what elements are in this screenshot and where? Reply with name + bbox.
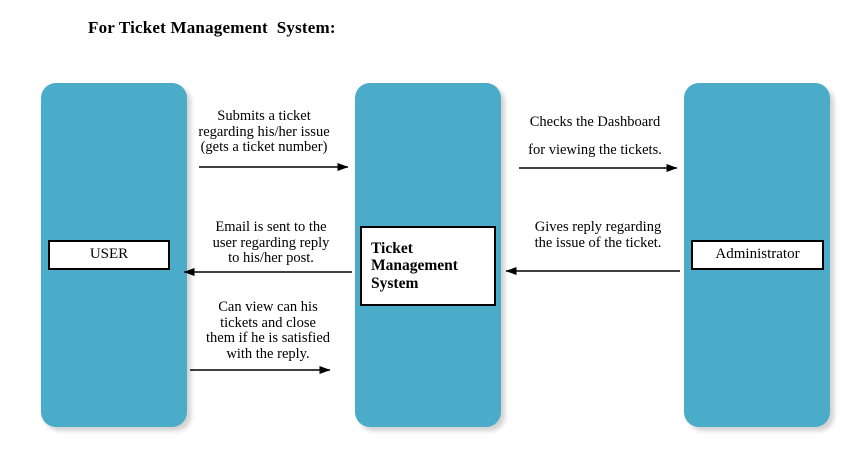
- flow-label-gives-reply: Gives reply regarding the issue of the t…: [534, 219, 662, 251]
- page-title: For Ticket Management System:: [88, 18, 336, 37]
- node-administrator-label: Administrator: [715, 246, 800, 263]
- node-administrator: Administrator: [691, 240, 824, 270]
- node-user-label: USER: [89, 246, 129, 263]
- flow-label-submit-ticket: Submits a ticket regarding his/her issue…: [198, 108, 330, 156]
- flow-label-email-sent: Email is sent to the user regarding repl…: [212, 219, 330, 267]
- node-ticket-management-system: Ticket Management System: [360, 226, 496, 306]
- flow-label-checks-dashboard: Checks the Dashboard for viewing the tic…: [528, 114, 662, 159]
- node-user: USER: [48, 240, 170, 270]
- flow-label-can-view-close: Can view can his tickets and close them …: [205, 299, 331, 362]
- node-system-label: Ticket Management System: [371, 239, 458, 292]
